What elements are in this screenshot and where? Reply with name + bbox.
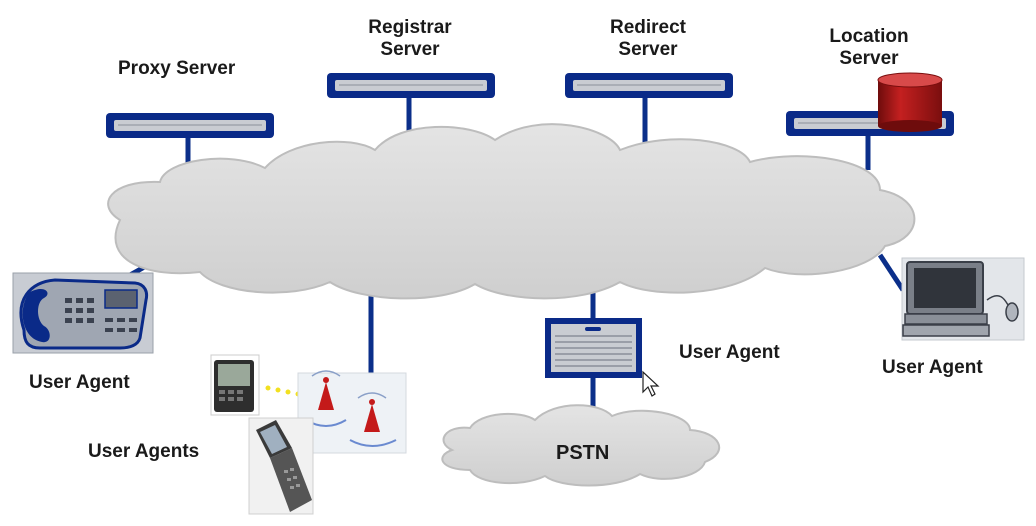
- location-server: [786, 72, 954, 136]
- flip-phone-device: [248, 417, 314, 515]
- mobile-user-agents: [210, 354, 407, 515]
- cell-tower-area: [297, 370, 407, 454]
- proxy-server-label: Proxy Server: [118, 58, 236, 79]
- registrar-server-label-line1: Registrar: [368, 17, 452, 38]
- flip-phone-icon: [256, 420, 312, 512]
- server-rack-icon: [106, 113, 274, 138]
- mouse-pointer-icon: [642, 370, 660, 397]
- wireless-link-dots: [265, 385, 301, 397]
- ip-network-cloud: [107, 123, 916, 300]
- desktop-computer-icon: [902, 261, 1019, 337]
- server-rack-icon: [565, 73, 733, 98]
- registrar-server-label-line2: Server: [380, 39, 440, 60]
- cloud-icon: [107, 123, 916, 300]
- user-agents-mobile-label: User Agents: [88, 441, 200, 462]
- database-cylinder-icon: [877, 72, 943, 132]
- pstn-cloud: [441, 404, 720, 487]
- redirect-server: [565, 73, 733, 98]
- computer-user-agent: [901, 257, 1025, 341]
- redirect-server-label-line2: Server: [618, 39, 678, 60]
- user-agent-phone-label: User Agent: [29, 372, 130, 393]
- desk-phone-icon: [19, 278, 149, 350]
- gateway-user-agent: [545, 318, 660, 397]
- location-server-label-line1: Location: [829, 26, 909, 47]
- user-agent-computer-label: User Agent: [882, 357, 983, 378]
- cell-tower-icon: [349, 392, 397, 447]
- server-rack-icon: [327, 73, 495, 98]
- gateway-server-icon: [545, 318, 642, 378]
- desk-phone-user-agent: [12, 272, 154, 354]
- redirect-server-label: Redirect Server: [593, 17, 703, 61]
- registrar-server-label: Registrar Server: [355, 17, 465, 61]
- location-server-label: Location Server: [814, 26, 924, 70]
- registrar-server: [327, 73, 495, 98]
- cloud-icon: [441, 404, 720, 487]
- proxy-server: [106, 113, 274, 138]
- redirect-server-label-line1: Redirect: [609, 17, 687, 38]
- pstn-label: PSTN: [556, 442, 610, 464]
- location-server-label-line2: Server: [839, 48, 899, 69]
- user-agent-gateway-label: User Agent: [679, 342, 780, 363]
- pda-device: [210, 354, 260, 416]
- pda-icon: [214, 360, 254, 412]
- link-computer: [877, 253, 906, 292]
